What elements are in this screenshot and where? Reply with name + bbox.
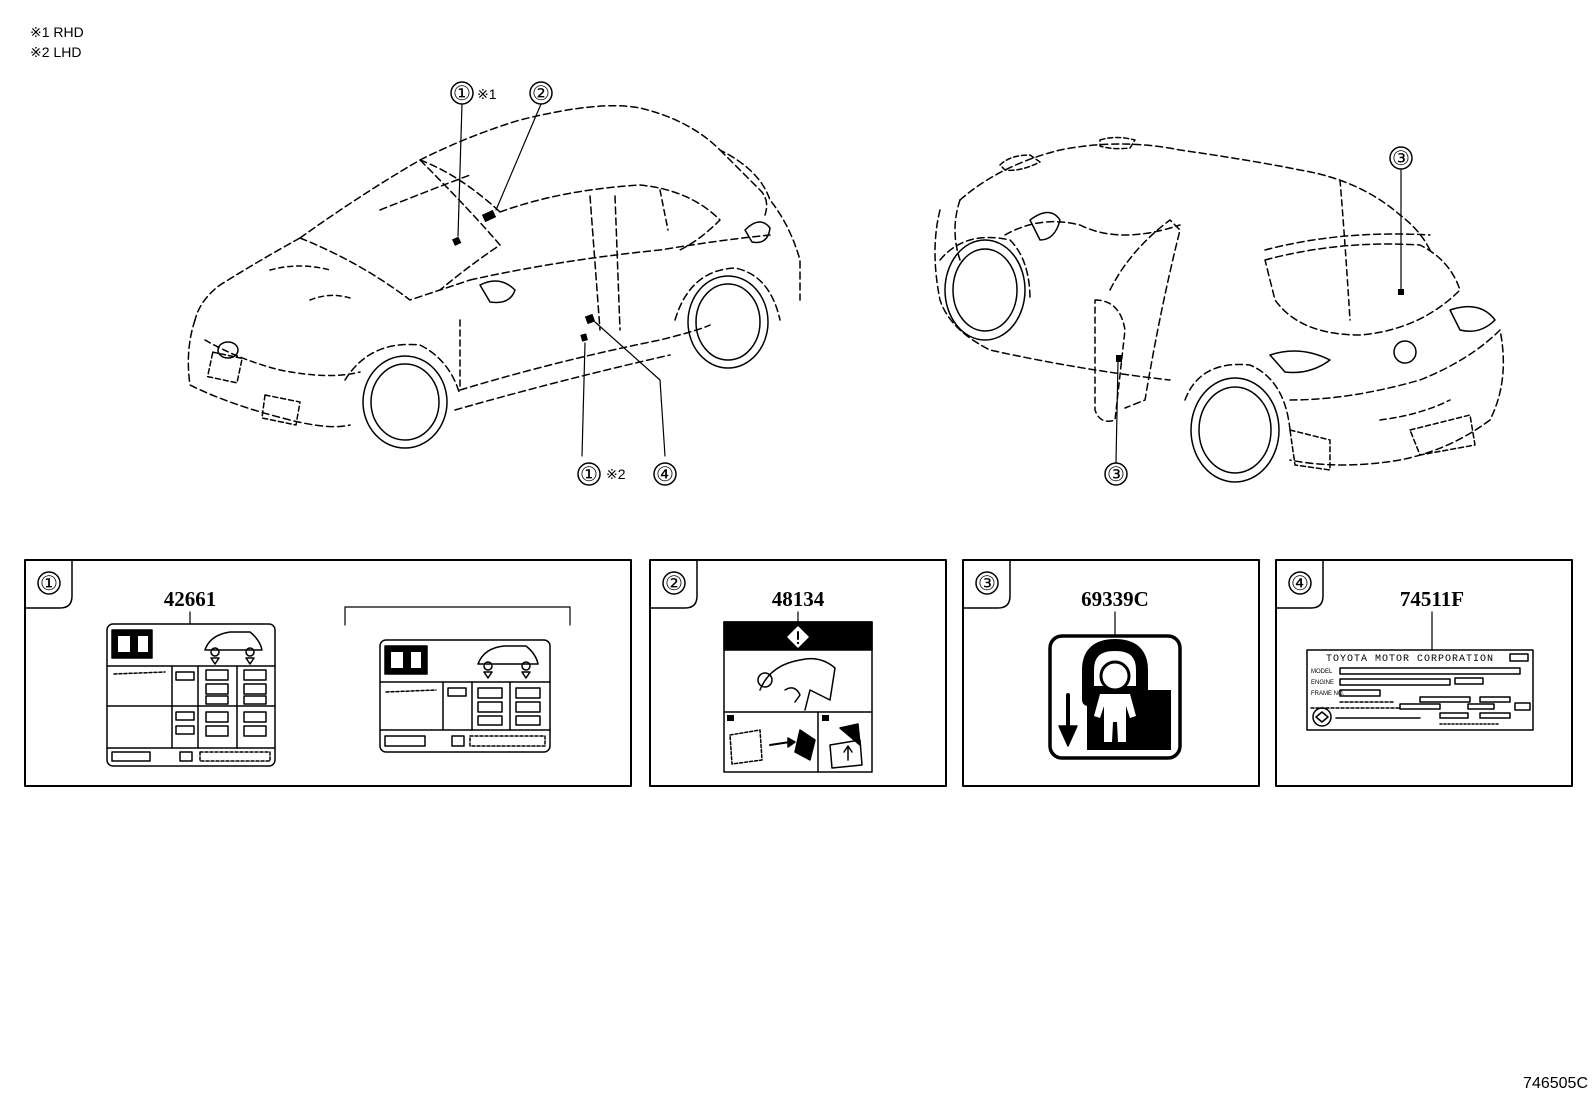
hood-caution-label xyxy=(723,621,873,773)
callout-label: ② xyxy=(532,83,550,105)
panel-1: ① 42661 xyxy=(24,559,632,787)
note-text: LHD xyxy=(53,44,82,60)
plate-row-frame: FRAME NO. xyxy=(1311,691,1345,697)
note-mark: ※2 xyxy=(30,44,50,60)
tire-pressure-label-large xyxy=(106,623,276,767)
part-number-69339C: 69339C xyxy=(1081,587,1149,611)
part-number-42661: 42661 xyxy=(164,587,217,611)
note-mark: ※1 xyxy=(30,24,50,40)
callout-label: ① xyxy=(580,464,598,486)
panel-3: ③ 69339C xyxy=(962,559,1260,787)
legend: ※1 RHD ※2 LHD xyxy=(30,22,84,62)
car-front-view xyxy=(187,103,801,457)
callout-label: ③ xyxy=(1107,464,1125,486)
callout-label: ③ xyxy=(1392,148,1410,170)
callout-front-1-lhd: ① ※2 xyxy=(577,462,626,486)
callout-rear-3-door: ③ xyxy=(1104,462,1128,486)
note-ref: ※1 xyxy=(477,86,497,102)
plate-row-model: MODEL xyxy=(1311,669,1333,675)
callout-label: ④ xyxy=(656,464,674,486)
panel-number: ② xyxy=(665,573,683,595)
callout-front-2: ② xyxy=(529,81,553,105)
car-rear-view xyxy=(934,136,1505,483)
plate-title: TOYOTA MOTOR CORPORATION xyxy=(1326,654,1494,665)
panel-2: ② 48134 xyxy=(649,559,947,787)
note-text: RHD xyxy=(53,24,84,40)
child-lock-label xyxy=(1048,634,1182,760)
callout-label: ① xyxy=(453,83,471,105)
callout-rear-3-hatch: ③ xyxy=(1389,146,1413,170)
panel-number: ④ xyxy=(1291,573,1309,595)
legend-lhd: ※2 LHD xyxy=(30,42,84,62)
panel-number: ① xyxy=(40,573,58,595)
part-number-74511F: 74511F xyxy=(1400,587,1464,611)
panel-4: ④ 74511F TOYOTA MOTOR CORPORATION MODEL … xyxy=(1275,559,1573,787)
callout-front-1: ① ※1 xyxy=(450,81,497,105)
vin-plate-label: TOYOTA MOTOR CORPORATION MODEL ENGINE FR… xyxy=(1306,649,1534,731)
callout-front-4: ④ xyxy=(653,462,677,486)
figure-id: 746505C xyxy=(1523,1075,1588,1092)
tire-pressure-label-small xyxy=(379,639,551,753)
plate-row-engine: ENGINE xyxy=(1311,680,1334,686)
panel-number: ③ xyxy=(978,573,996,595)
part-number-48134: 48134 xyxy=(772,587,825,611)
legend-rhd: ※1 RHD xyxy=(30,22,84,42)
note-ref: ※2 xyxy=(606,466,626,482)
